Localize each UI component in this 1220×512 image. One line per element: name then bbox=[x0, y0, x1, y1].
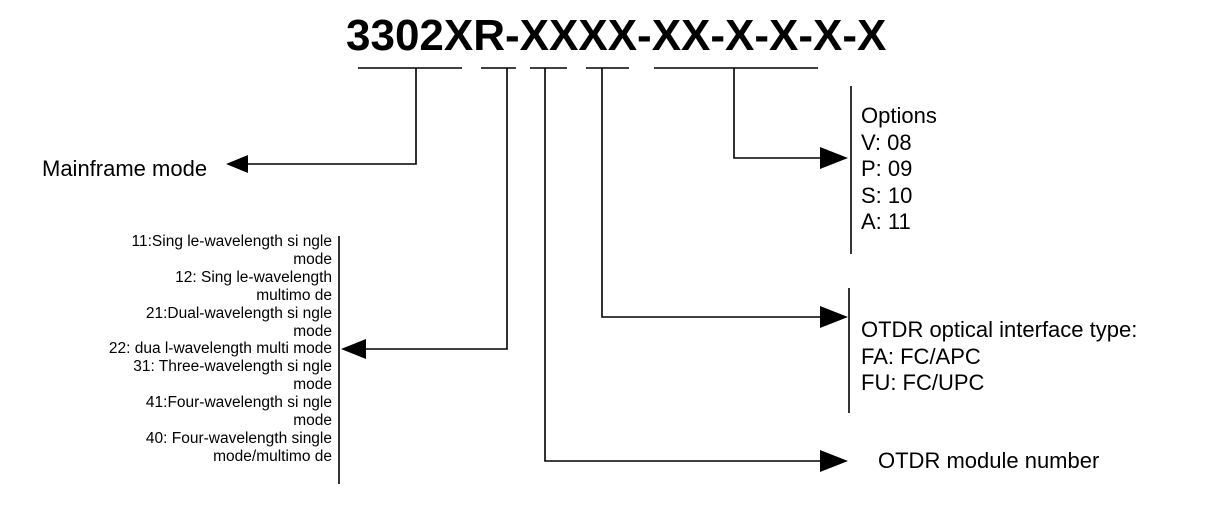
arrowhead-mainframe bbox=[226, 155, 248, 173]
options-title: Options bbox=[861, 103, 937, 128]
wavelength-code-line: 12: Sing le-wavelength bbox=[175, 268, 332, 286]
wavelength-code-line: 40: Four-wavelength single bbox=[145, 429, 332, 447]
arrowhead-wavelength bbox=[341, 339, 366, 359]
arrowhead-options bbox=[820, 147, 848, 169]
connector-options bbox=[733, 68, 822, 159]
connector-wavelength bbox=[366, 68, 508, 350]
options-block: Options V: 08 P: 09 S: 10 A: 11 bbox=[861, 103, 937, 236]
wavelength-code-line: 31: Three-wavelength si ngle bbox=[133, 358, 332, 376]
option-item: S: 10 bbox=[861, 182, 913, 208]
wavelength-code-line: 21:Dual-wavelength si ngle bbox=[145, 304, 332, 322]
wavelength-code-line: mode/multimo de bbox=[213, 447, 332, 465]
wavelength-code-line: multimo de bbox=[256, 286, 332, 304]
wavelength-code-line: 11:Sing le-wavelength si ngle bbox=[131, 233, 332, 250]
option-item: A: 11 bbox=[861, 209, 911, 234]
wavelength-code-list: 11:Sing le-wavelength si ngle mode 12: S… bbox=[109, 233, 332, 466]
interface-item: FA: FC/APC bbox=[861, 343, 981, 369]
interface-title: OTDR optical interface type: bbox=[861, 317, 1138, 342]
wavelength-code-line: 41:Four-wavelength si ngle bbox=[145, 394, 332, 412]
arrowhead-module bbox=[820, 450, 848, 472]
mainframe-mode-label: Mainframe mode bbox=[42, 156, 208, 181]
model-code-title: 3302XR-XXXX-XX-X-X-X-X bbox=[346, 11, 887, 60]
interface-item: FU: FC/UPC bbox=[861, 370, 985, 395]
module-number-label: OTDR module number bbox=[878, 448, 1100, 473]
connector-module bbox=[544, 68, 822, 462]
wavelength-code-line: mode bbox=[293, 250, 332, 268]
option-item: V: 08 bbox=[861, 129, 912, 155]
connector-mainframe bbox=[243, 68, 417, 165]
connector-interface bbox=[601, 68, 822, 318]
option-item: P: 09 bbox=[861, 156, 913, 181]
wavelength-code-line: mode bbox=[293, 322, 332, 340]
arrowhead-interface bbox=[820, 306, 848, 328]
wavelength-code-line: 22: dua l-wavelength multi mode bbox=[108, 340, 332, 358]
wavelength-code-line: mode bbox=[293, 376, 332, 394]
interface-block: OTDR optical interface type: FA: FC/APC … bbox=[861, 317, 1137, 397]
wavelength-code-line: mode bbox=[293, 412, 332, 430]
